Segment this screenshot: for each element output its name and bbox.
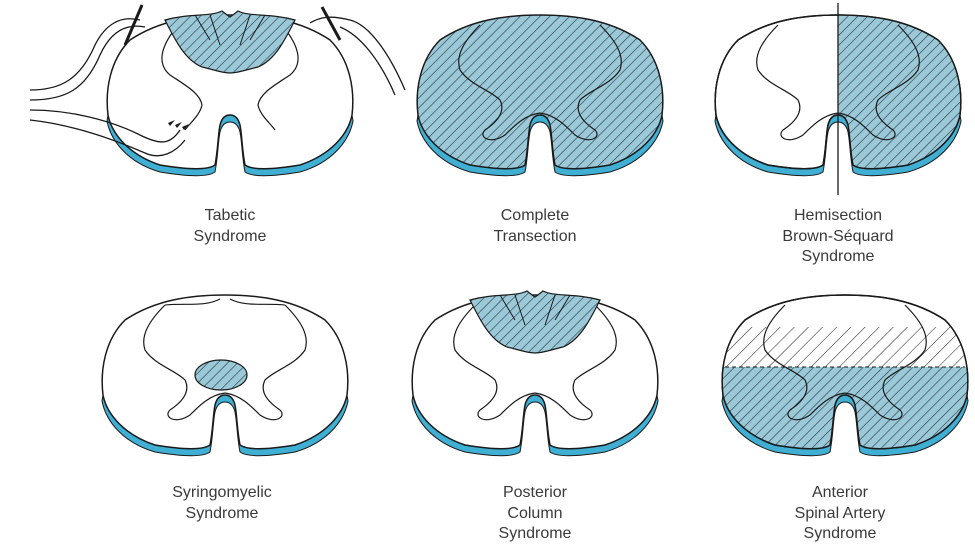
caption-line: Hemisection bbox=[793, 207, 883, 224]
caption-posterior-column: Posterior Column Syndrome bbox=[440, 483, 630, 545]
caption-line: Syndrome bbox=[193, 227, 267, 245]
caption-line: Syndrome bbox=[803, 525, 877, 542]
caption-hemisection: Hemisection Brown-Séquard Syndrome bbox=[743, 206, 933, 268]
caption-complete-transection: Complete Transection bbox=[440, 206, 630, 247]
caption-anterior-spinal-artery: Anterior Spinal Artery Syndrome bbox=[745, 483, 935, 545]
panel-syringomyelic bbox=[101, 294, 349, 457]
caption-line: Complete bbox=[500, 207, 570, 224]
panel-tabetic bbox=[29, 4, 406, 177]
caption-line: Syndrome bbox=[185, 504, 259, 522]
caption-line: Anterior bbox=[811, 484, 869, 501]
caption-line: Spinal Artery bbox=[794, 504, 886, 522]
caption-line: Transection bbox=[493, 227, 577, 245]
caption-line: Brown-Séquard bbox=[782, 227, 894, 245]
panel-anterior-spinal-artery bbox=[721, 294, 969, 457]
caption-line: Posterior bbox=[502, 484, 568, 501]
caption-line: Syringomyelic bbox=[172, 484, 272, 501]
caption-line: Syndrome bbox=[498, 525, 572, 542]
caption-line: Syndrome bbox=[801, 248, 875, 265]
panel-hemisection bbox=[714, 3, 962, 195]
caption-line: Tabetic bbox=[204, 207, 256, 224]
caption-tabetic: Tabetic Syndrome bbox=[135, 206, 325, 247]
panel-complete-transection bbox=[416, 14, 664, 177]
panel-posterior-column bbox=[411, 290, 659, 457]
caption-line: Column bbox=[507, 504, 563, 522]
caption-syringomyelic: Syringomyelic Syndrome bbox=[127, 483, 317, 524]
